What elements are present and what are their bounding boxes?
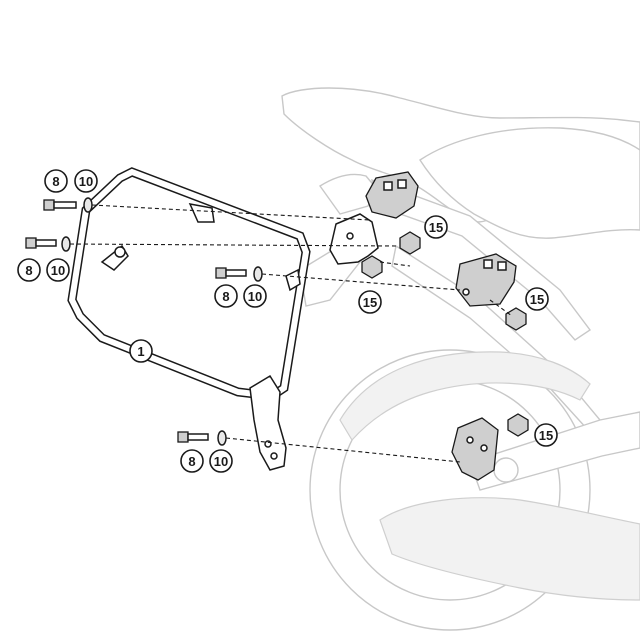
callout-bolt: 8 bbox=[17, 258, 41, 282]
fasteners bbox=[25, 197, 529, 446]
callout-bolt: 8 bbox=[44, 169, 68, 193]
callout-label: 15 bbox=[530, 292, 544, 307]
washer bbox=[61, 236, 71, 252]
bolt-head bbox=[177, 431, 189, 443]
assembly-line bbox=[261, 273, 461, 291]
flange-nut bbox=[399, 231, 421, 255]
bolt-shank bbox=[53, 201, 77, 209]
motorcycle-subframe bbox=[371, 178, 592, 341]
assembly-line bbox=[91, 204, 371, 221]
callout-washer: 10 bbox=[46, 258, 70, 282]
assembly-line bbox=[379, 261, 411, 267]
side-case-frame bbox=[67, 167, 311, 471]
callout-nut: 15 bbox=[424, 215, 448, 239]
callout-washer: 10 bbox=[209, 449, 233, 473]
washer bbox=[253, 266, 263, 282]
frame-spacer bbox=[114, 246, 126, 258]
callout-washer: 10 bbox=[243, 284, 267, 308]
callout-label: 1 bbox=[137, 344, 144, 359]
washer bbox=[83, 197, 93, 213]
motorcycle-outline bbox=[281, 87, 640, 631]
callout-label: 15 bbox=[363, 295, 377, 310]
callout-label: 10 bbox=[248, 289, 262, 304]
callout-nut: 15 bbox=[358, 290, 382, 314]
frame-right-tab bbox=[285, 268, 301, 292]
frame-lower-leg bbox=[249, 374, 287, 471]
frame-hole bbox=[270, 452, 278, 460]
callout-label: 10 bbox=[79, 174, 93, 189]
flange-nut bbox=[507, 413, 529, 437]
plate-hole bbox=[346, 232, 354, 240]
callout-label: 15 bbox=[429, 220, 443, 235]
callout-label: 10 bbox=[214, 454, 228, 469]
flange-nut bbox=[361, 255, 383, 279]
bolt-shank bbox=[225, 269, 247, 277]
callout-label: 8 bbox=[188, 454, 195, 469]
callout-label: 8 bbox=[52, 174, 59, 189]
motorcycle-exhaust bbox=[379, 497, 640, 601]
motorcycle-axle bbox=[493, 457, 519, 483]
callout-bolt: 8 bbox=[214, 284, 238, 308]
callout-nut: 15 bbox=[525, 287, 549, 311]
plate-hole bbox=[466, 436, 474, 444]
callout-nut: 15 bbox=[534, 423, 558, 447]
callout-label: 8 bbox=[25, 263, 32, 278]
callout-label: 10 bbox=[51, 263, 65, 278]
bolt-head bbox=[25, 237, 37, 249]
plate-hole bbox=[480, 444, 488, 452]
bracket-bolt-head bbox=[497, 261, 507, 271]
callout-frame: 1 bbox=[129, 339, 153, 363]
upper-mount-plate-left bbox=[329, 213, 379, 265]
bolt-head bbox=[215, 267, 227, 279]
bracket-bolt-head bbox=[383, 181, 393, 191]
plate-hole bbox=[462, 288, 470, 296]
washer bbox=[217, 430, 227, 446]
bracket-bolt-head bbox=[483, 259, 493, 269]
assembly-lines bbox=[69, 204, 513, 463]
frame-upper-tab bbox=[188, 203, 215, 223]
motorcycle-seat-cover bbox=[419, 127, 640, 239]
callouts: 8 10 8 10 8 10 8 10 bbox=[17, 169, 558, 473]
mounting-plates bbox=[329, 171, 517, 481]
flange-nut bbox=[505, 307, 527, 331]
bracket-bolt-head bbox=[397, 179, 407, 189]
callout-label: 15 bbox=[539, 428, 553, 443]
bolt-head bbox=[43, 199, 55, 211]
assembly-line bbox=[489, 299, 513, 317]
callout-label: 8 bbox=[222, 289, 229, 304]
bolt-shank bbox=[187, 433, 209, 441]
motorcycle-rear-fender bbox=[339, 351, 591, 442]
callout-bolt: 8 bbox=[180, 449, 204, 473]
bolt-shank bbox=[35, 239, 57, 247]
assembly-line bbox=[69, 243, 397, 247]
callout-washer: 10 bbox=[74, 169, 98, 193]
assembly-line bbox=[225, 437, 461, 463]
lower-mount-plate bbox=[451, 417, 499, 481]
